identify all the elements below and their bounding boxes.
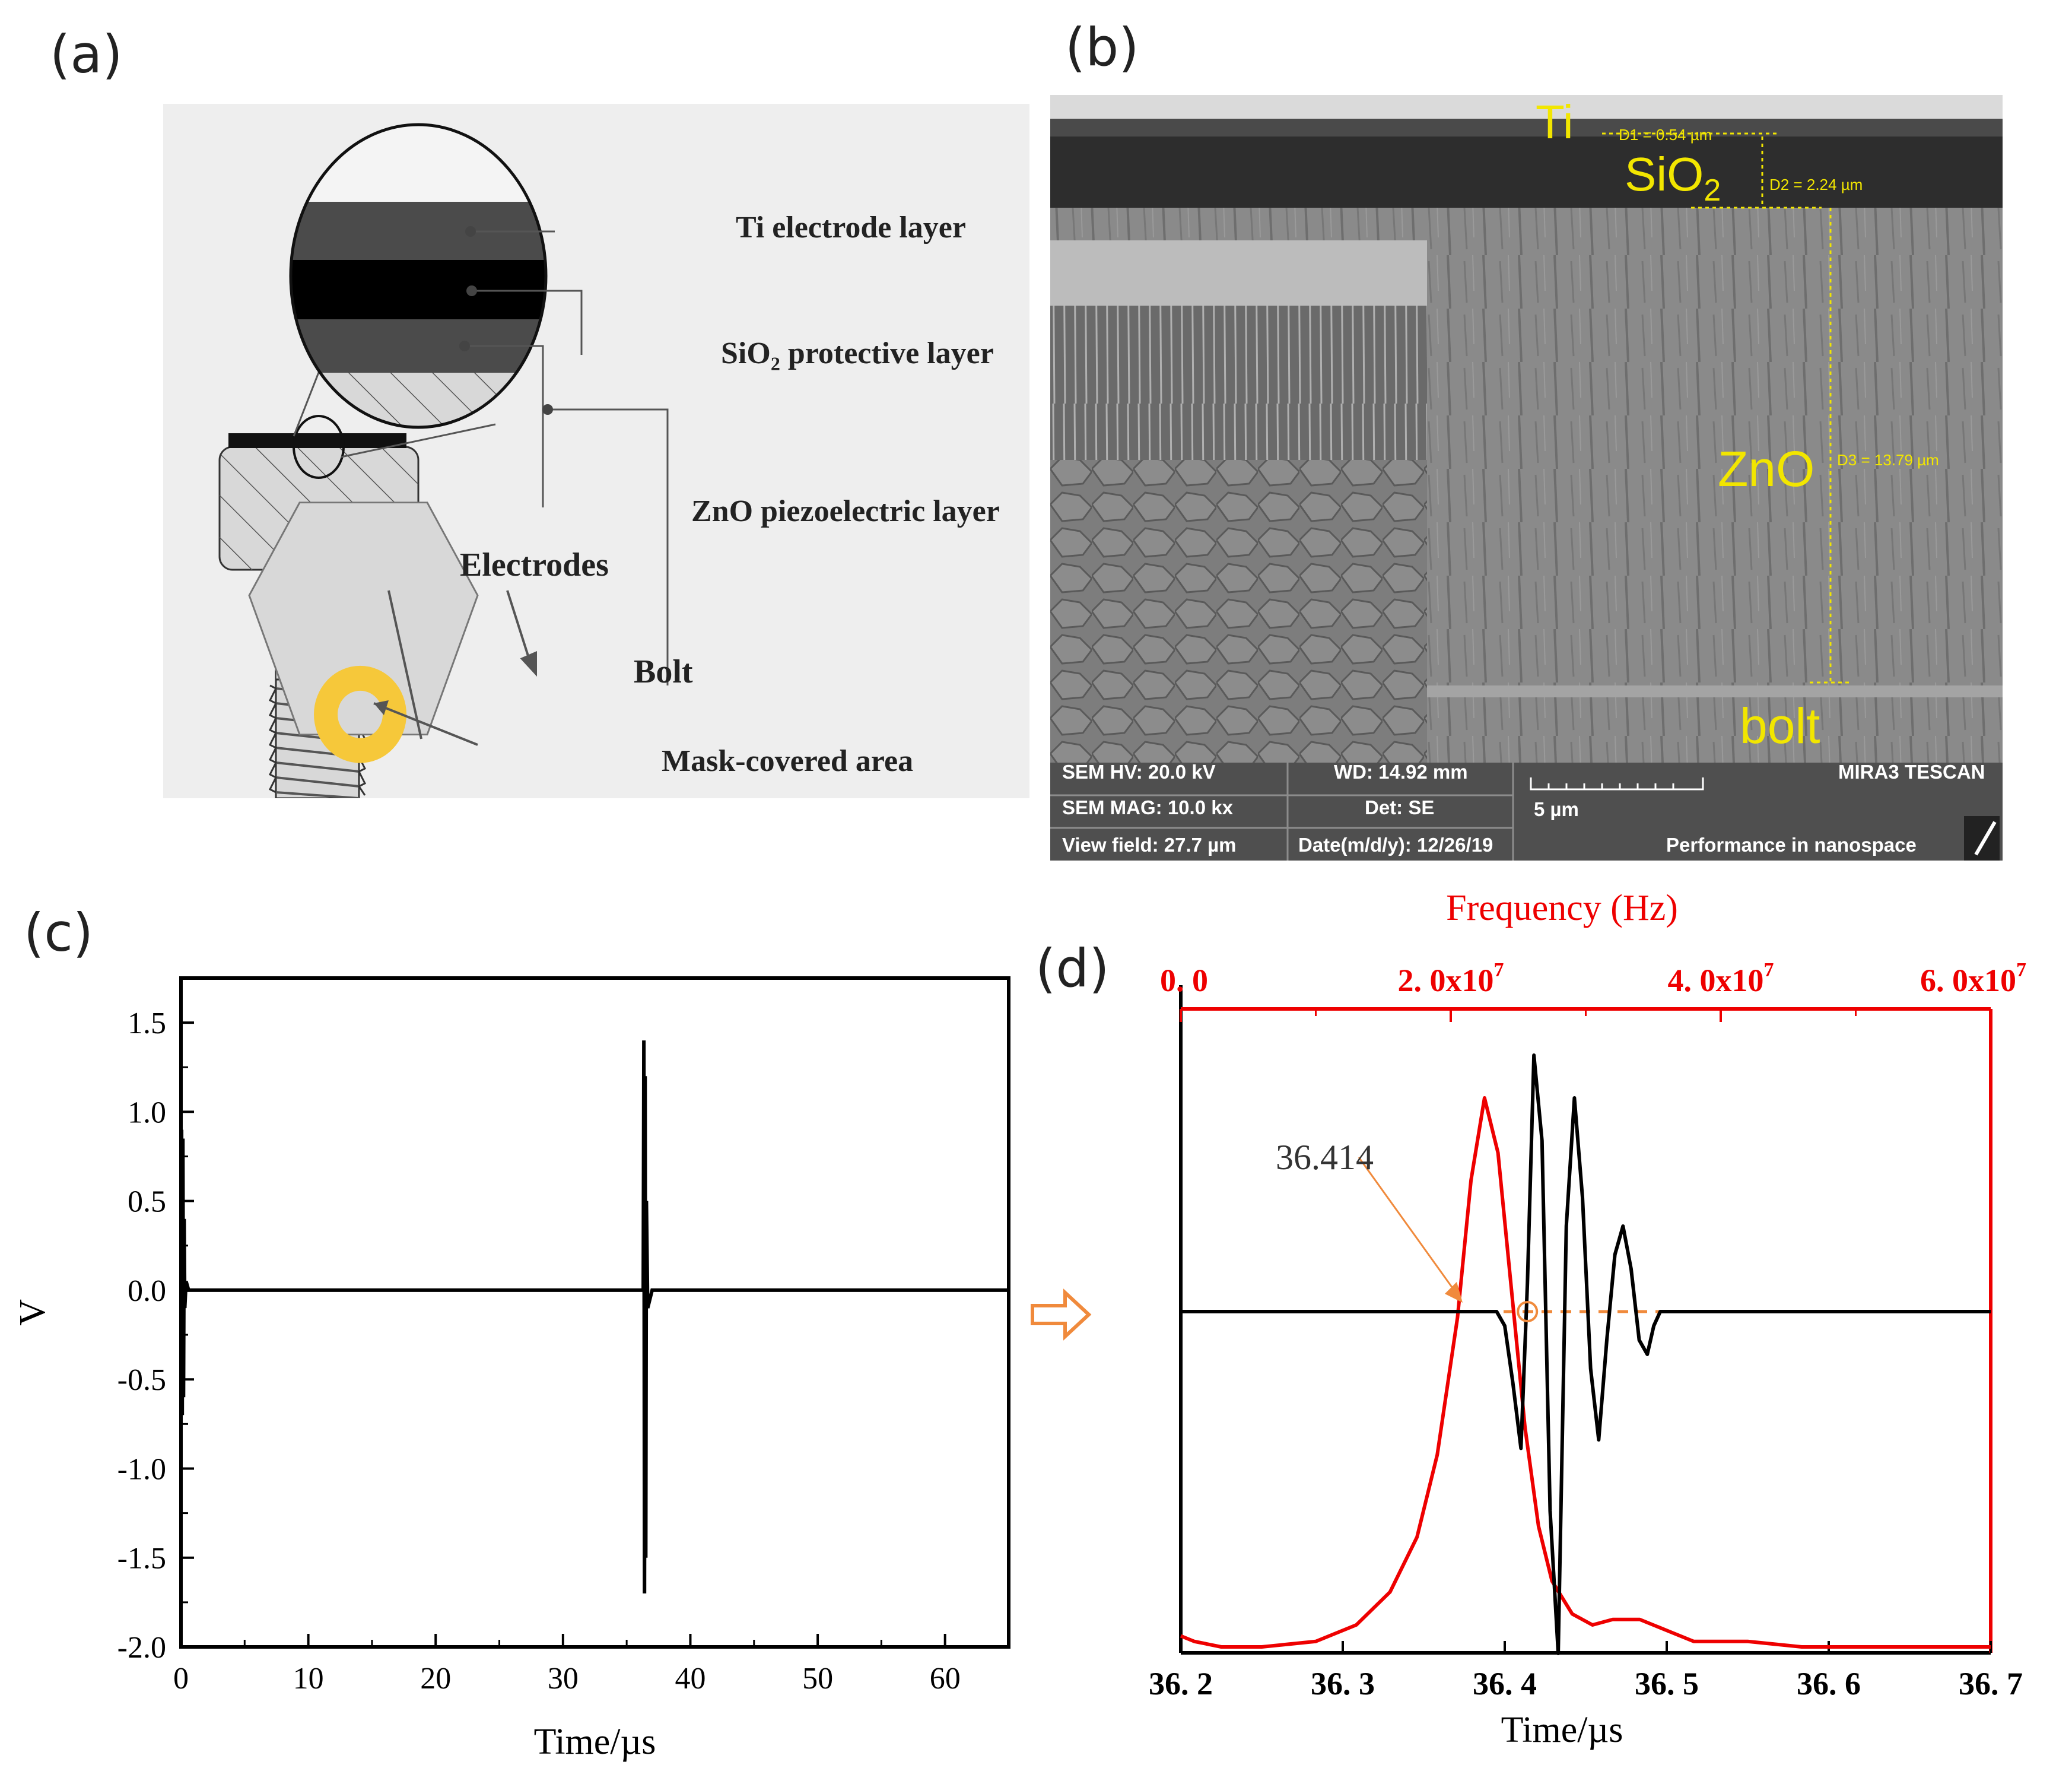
bolt-top-view: [248, 501, 479, 736]
ti-electrode-label: Ti electrode layer: [736, 211, 966, 245]
chart-d-xtick-label: 36. 5: [1635, 1666, 1699, 1702]
sem-top-surface: [1050, 95, 2003, 119]
chart-d-xlabel: Time/µs: [1501, 1710, 1623, 1750]
chart-c-xtick-label: 40: [675, 1662, 706, 1696]
sem-dimension-lines: [1602, 132, 1851, 684]
chart-c-xtick-label: 30: [548, 1662, 579, 1696]
chart-d-frequency-line: [1180, 1096, 1991, 1649]
chart-c-ytick-label: 1.0: [128, 1096, 166, 1129]
chart-d-x2tick-label: 2. 0x107: [1398, 959, 1504, 998]
sem-ti-label: Ti: [1536, 96, 1574, 148]
sem-sio2-sub: 2: [1704, 173, 1721, 208]
chart-c-ytick-label: -1.5: [117, 1542, 166, 1576]
sem-hv: SEM HV: 20.0 kV: [1062, 761, 1216, 783]
chart-c-series-line: [179, 1040, 1009, 1593]
sem-d3-label: D3 = 13.79 µm: [1837, 451, 1939, 469]
panel-arrow-icon: [1031, 1288, 1092, 1341]
sem-inset-columns: [1050, 306, 1427, 460]
mask-arrow: [373, 700, 478, 746]
chart-c-ytick-label: -1.0: [117, 1452, 166, 1486]
sem-sio2-layer: [1050, 137, 2003, 208]
sio2-sub: 2: [770, 353, 780, 374]
bolt-label: Bolt: [634, 653, 693, 690]
chart-d-xtick-label: 36. 6: [1797, 1666, 1861, 1702]
chart-d-annotation-line: [1358, 1157, 1458, 1294]
panel-a-label: (a): [50, 24, 123, 85]
leader-dots: [459, 226, 553, 415]
sem-sio2-main: SiO: [1625, 148, 1704, 201]
chart-c-ytick-label: 0.0: [128, 1274, 166, 1308]
chart-d-x2tick-label: 6. 0x107: [1920, 959, 2026, 998]
chart-d-annotation: 36.414: [1276, 1138, 1374, 1177]
chart-c: 0 10 20 30 40 50 60 -2.0 -1.5 -1.0 -0.5 0.0 0.5 1.0 1.…: [12, 976, 1010, 1762]
sem-d2-label: D2 = 2.24 µm: [1769, 176, 1863, 193]
magnified-circle-outline: [289, 123, 548, 429]
panel-a-schematic: [163, 104, 1029, 798]
sem-tagline: Performance in nanospace: [1666, 834, 1917, 856]
sem-zno-label: ZnO: [1718, 441, 1815, 497]
sio2-main: SiO: [721, 337, 771, 370]
chart-c-xlabel: Time/µs: [534, 1722, 656, 1762]
sem-info-bar: [1050, 763, 2003, 861]
chart-c-ytick-label: 0.5: [128, 1185, 166, 1219]
chart-d-xtick-label: 36. 4: [1473, 1666, 1537, 1702]
sem-field: View field: 27.7 µm: [1062, 834, 1237, 856]
panel-d-label: (d): [1035, 938, 1110, 999]
chart-c-xtick-label: 60: [930, 1662, 961, 1696]
panel-c-label: (c): [24, 902, 94, 963]
zno-piezo-label: ZnO piezoelectric layer: [691, 494, 1000, 528]
chart-d-annotation-arrowhead: [1445, 1282, 1463, 1303]
sem-inset-grains: [1050, 460, 1427, 763]
chart-c-xtick-label: 0: [173, 1662, 189, 1696]
sem-info-grid: [1050, 763, 1514, 861]
sem-date: Date(m/d/y): 12/26/19: [1298, 834, 1493, 856]
chart-c-xtick-label: 10: [293, 1662, 324, 1696]
sem-wd: WD: 14.92 mm: [1334, 761, 1468, 783]
thin-film-layer: [228, 433, 406, 448]
chart-d: 36. 2 36. 3 36. 4 36. 5 36. 6 36. 7 0. 0 2. 0x1…: [1149, 890, 2026, 1750]
panel-b-label: (b): [1065, 17, 1139, 78]
chart-c-ylabel: V: [12, 1299, 53, 1326]
chart-d-xtick-label: 36. 2: [1149, 1666, 1213, 1702]
electrode-arrows: [387, 590, 537, 739]
chart-d-xtick-label: 36. 3: [1311, 1666, 1375, 1702]
sem-sio2-label: SiO2: [1625, 147, 1721, 208]
sem-d1-label: D1 = 0.54 µm: [1619, 126, 1712, 144]
electrodes-label: Electrodes: [460, 547, 609, 583]
sem-mag: SEM MAG: 10.0 kx: [1062, 796, 1233, 818]
chart-d-xtick-label: 36. 7: [1959, 1666, 2023, 1702]
sio2-protective-label: SiO2 protective layer: [721, 336, 994, 374]
sem-ti-layer: [1050, 119, 2003, 137]
zoom-line-bottom: [341, 423, 496, 458]
chart-c-xtick-label: 20: [420, 1662, 451, 1696]
chart-d-time-line: [1181, 1053, 1991, 1655]
sio2-rest: protective layer: [780, 337, 994, 370]
sem-det: Det: SE: [1365, 796, 1435, 818]
sem-bolt-label: bolt: [1740, 698, 1820, 754]
chart-d-x2tick-label: 0. 0: [1160, 963, 1208, 998]
panel-b-sem-image: [1050, 95, 2003, 861]
magnified-view: [291, 125, 546, 427]
chart-c-frame: [179, 976, 1010, 1649]
sem-inset-top: [1050, 240, 1427, 306]
zoom-source-circle: [293, 415, 345, 479]
chart-c-ytick-label: -2.0: [117, 1631, 166, 1665]
chart-d-x2tick-label: 4. 0x107: [1668, 959, 1774, 998]
leader-lines: [466, 230, 669, 685]
chart-c-ytick-label: 1.5: [128, 1007, 166, 1040]
chart-d-x2label: Frequency (Hz): [1446, 890, 1678, 928]
chart-c-xtick-label: 50: [802, 1662, 833, 1696]
chart-d-marker: [1517, 1301, 1539, 1322]
sem-bolt-interface: [1427, 685, 2003, 697]
sem-scale-bar: [1530, 777, 1704, 791]
sem-scale-text: 5 µm: [1534, 798, 1579, 820]
electrode-ring: [314, 665, 406, 763]
sem-brand: MIRA3 TESCAN: [1838, 761, 1985, 783]
mask-covered-label: Mask-covered area: [662, 744, 914, 778]
chart-c-ytick-label: -0.5: [117, 1363, 166, 1397]
